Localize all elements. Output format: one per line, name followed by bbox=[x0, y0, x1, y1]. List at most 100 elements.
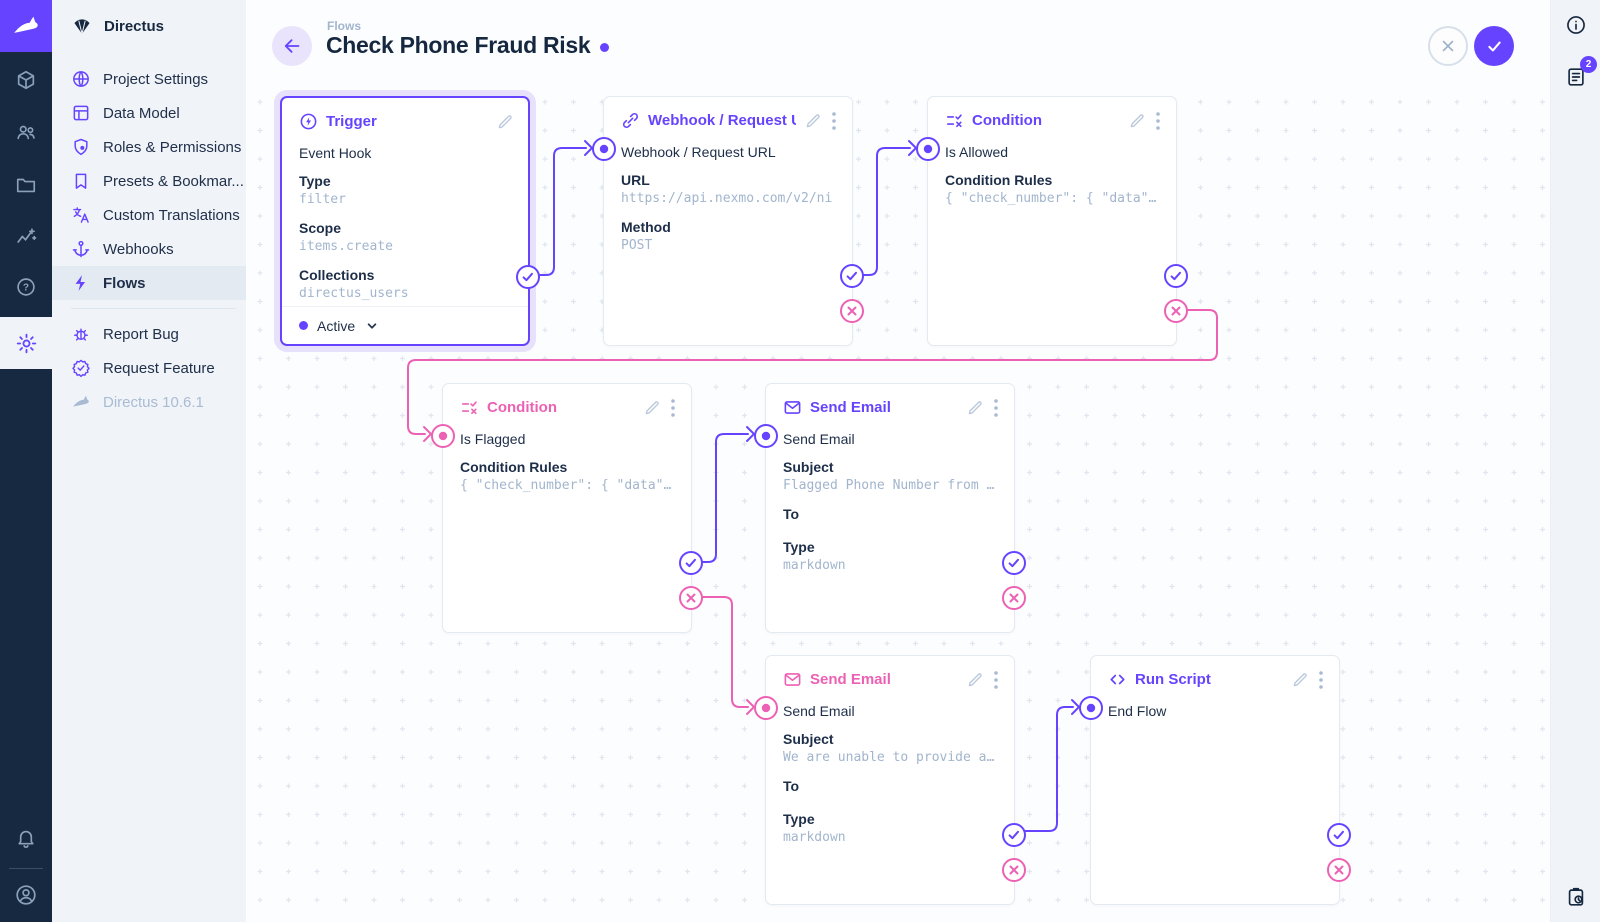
more-options-icon[interactable] bbox=[830, 111, 838, 130]
flow-canvas[interactable]: Flows Check Phone Fraud Risk Trigger Eve… bbox=[246, 0, 1550, 922]
field-value: markdown bbox=[783, 558, 846, 573]
field-label: Type bbox=[299, 173, 331, 189]
activity-notes-button[interactable] bbox=[1551, 55, 1600, 99]
arrowhead bbox=[423, 426, 433, 442]
edit-icon[interactable] bbox=[1291, 671, 1309, 689]
field-label: Method bbox=[621, 219, 671, 235]
field-label: Type bbox=[783, 811, 815, 827]
output-reject-port[interactable] bbox=[839, 298, 865, 324]
clipboard-clock-icon bbox=[1568, 887, 1584, 906]
status-label: Active bbox=[317, 317, 356, 334]
nav-item-report-bug[interactable]: Report Bug bbox=[52, 317, 246, 351]
connection-trigger-to-webhook bbox=[529, 147, 587, 276]
module-users[interactable] bbox=[0, 106, 52, 158]
nav-item-data-model[interactable]: Data Model bbox=[52, 96, 246, 130]
input-port[interactable] bbox=[915, 136, 941, 162]
info-sidebar-button[interactable] bbox=[1551, 3, 1600, 47]
flow-node-trigger[interactable]: Trigger Event Hook Type filter Scope ite… bbox=[280, 96, 540, 346]
field-label: To bbox=[783, 778, 800, 794]
more-options-icon[interactable] bbox=[1317, 670, 1325, 689]
input-port[interactable] bbox=[753, 695, 779, 721]
node-title: Condition bbox=[972, 112, 1042, 129]
nav-item-label: Flows bbox=[103, 274, 146, 292]
output-reject-port[interactable] bbox=[1163, 298, 1189, 324]
back-button[interactable] bbox=[272, 26, 312, 66]
directus-rabbit-icon[interactable] bbox=[0, 0, 52, 52]
edit-icon[interactable] bbox=[966, 399, 984, 417]
nav-item-label: Roles & Permissions bbox=[103, 138, 242, 156]
output-reject-port[interactable] bbox=[678, 585, 704, 611]
insights-chart-icon bbox=[17, 228, 37, 243]
input-port[interactable] bbox=[591, 136, 617, 162]
module-settings[interactable] bbox=[0, 317, 52, 369]
output-reject-port[interactable] bbox=[1326, 857, 1352, 883]
node-title: Run Script bbox=[1135, 671, 1211, 688]
flow-node-condition-allowed[interactable]: Condition Is Allowed Condition Rules { "… bbox=[916, 96, 1188, 346]
output-resolve-port[interactable] bbox=[515, 264, 541, 290]
arrowhead bbox=[584, 140, 594, 156]
node-title: Condition bbox=[487, 399, 557, 416]
field-value: { "check_number": { "data"… bbox=[460, 478, 672, 493]
flow-node-send-email-flagged[interactable]: Send Email Send Email Subject Flagged Ph… bbox=[754, 383, 1026, 633]
project-logo-fan-icon bbox=[74, 19, 90, 34]
shield-user-icon bbox=[71, 137, 91, 157]
rule-icon bbox=[460, 398, 479, 417]
nav-item-flows[interactable]: Flows bbox=[52, 266, 246, 300]
output-resolve-port[interactable] bbox=[678, 550, 704, 576]
nav-item-label: Request Feature bbox=[103, 359, 215, 377]
breadcrumb[interactable]: Flows bbox=[327, 19, 362, 33]
output-resolve-port[interactable] bbox=[1163, 263, 1189, 289]
check-icon bbox=[1487, 41, 1501, 51]
flow-node-run-script[interactable]: Run Script End Flow bbox=[1079, 655, 1351, 905]
output-resolve-port[interactable] bbox=[839, 263, 865, 289]
edit-icon[interactable] bbox=[496, 113, 514, 131]
operation-name: Send Email bbox=[783, 703, 855, 719]
output-resolve-port[interactable] bbox=[1001, 822, 1027, 848]
edit-icon[interactable] bbox=[643, 399, 661, 417]
flow-node-webhook[interactable]: Webhook / Request URL Webhook / Request … bbox=[592, 96, 864, 346]
cancel-button[interactable] bbox=[1428, 26, 1468, 66]
pending-revisions-button[interactable] bbox=[1551, 875, 1600, 919]
module-files[interactable] bbox=[0, 159, 52, 211]
field-label: Type bbox=[783, 539, 815, 555]
nav-item-label: Webhooks bbox=[103, 240, 174, 258]
nav-item-custom-translations[interactable]: Custom Translations bbox=[52, 198, 246, 232]
module-help[interactable]: ? bbox=[0, 261, 52, 313]
operation-name: Is Flagged bbox=[460, 431, 526, 447]
nav-item-presets-bookmarks[interactable]: Presets & Bookmar... bbox=[52, 164, 246, 198]
module-account[interactable] bbox=[0, 869, 52, 921]
input-port[interactable] bbox=[753, 423, 779, 449]
output-resolve-port[interactable] bbox=[1326, 822, 1352, 848]
nav-item-project-settings[interactable]: Project Settings bbox=[52, 62, 246, 96]
more-options-icon[interactable] bbox=[1154, 111, 1162, 130]
node-title: Webhook / Request URL bbox=[648, 112, 796, 129]
more-options-icon[interactable] bbox=[669, 398, 677, 417]
flow-status-dropdown[interactable]: Active bbox=[282, 306, 528, 344]
input-port[interactable] bbox=[430, 423, 456, 449]
nav-list: Project Settings Data Model Roles & Perm… bbox=[52, 62, 246, 419]
nav-item-roles-permissions[interactable]: Roles & Permissions bbox=[52, 130, 246, 164]
output-resolve-port[interactable] bbox=[1001, 550, 1027, 576]
output-reject-port[interactable] bbox=[1001, 857, 1027, 883]
rule-icon bbox=[945, 111, 964, 130]
save-button[interactable] bbox=[1474, 26, 1514, 66]
table-icon bbox=[71, 103, 91, 123]
flow-node-send-email-unable[interactable]: Send Email Send Email Subject We are una… bbox=[754, 655, 1026, 905]
project-chooser[interactable]: Directus bbox=[52, 0, 246, 52]
flow-node-condition-flagged[interactable]: Condition Is Flagged Condition Rules { "… bbox=[431, 383, 703, 633]
edit-icon[interactable] bbox=[804, 112, 822, 130]
nav-item-webhooks[interactable]: Webhooks bbox=[52, 232, 246, 266]
node-title: Send Email bbox=[810, 671, 891, 688]
more-options-icon[interactable] bbox=[992, 670, 1000, 689]
nav-item-request-feature[interactable]: Request Feature bbox=[52, 351, 246, 385]
operation-name: Send Email bbox=[783, 431, 855, 447]
edit-icon[interactable] bbox=[1128, 112, 1146, 130]
edit-icon[interactable] bbox=[966, 671, 984, 689]
module-insights[interactable] bbox=[0, 211, 52, 263]
more-options-icon[interactable] bbox=[992, 398, 1000, 417]
module-notifications[interactable] bbox=[0, 812, 52, 864]
input-port[interactable] bbox=[1078, 695, 1104, 721]
output-reject-port[interactable] bbox=[1001, 585, 1027, 611]
module-content[interactable] bbox=[0, 54, 52, 106]
field-value: https://api.nexmo.com/v2/ni bbox=[621, 191, 833, 206]
